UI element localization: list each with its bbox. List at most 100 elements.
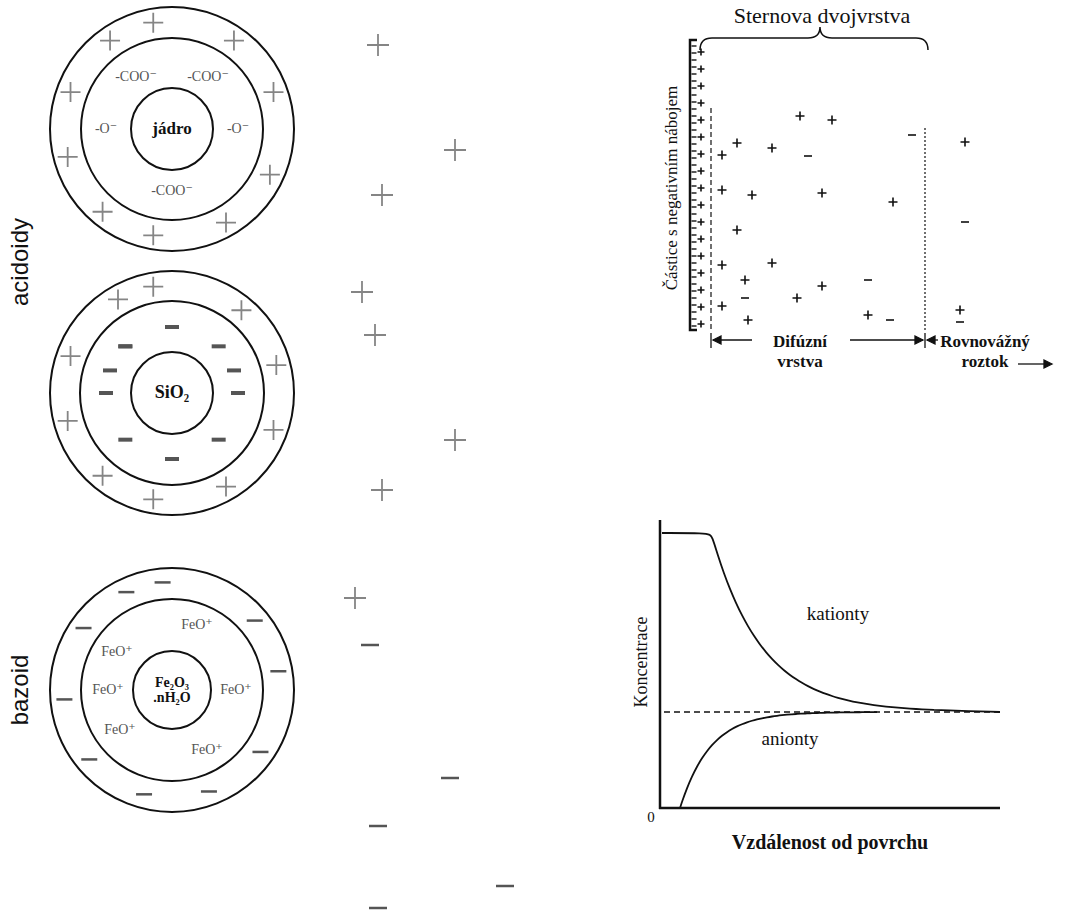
anion-symbol <box>118 344 132 348</box>
surface-charge <box>692 45 697 46</box>
anion-symbol <box>270 670 286 673</box>
surface-charge <box>692 290 697 291</box>
axis-tick: 0 <box>647 809 655 826</box>
surface-charge <box>692 234 697 235</box>
cation-symbol <box>61 346 81 366</box>
axis-label: Vzdálenost od povrchu <box>732 831 928 854</box>
cation-symbol <box>143 489 163 509</box>
cation-symbol <box>718 186 727 195</box>
anion-symbol <box>155 581 171 584</box>
surface-charge <box>692 101 697 102</box>
surface-group: FeO⁺ <box>104 722 136 737</box>
cation-symbol <box>216 213 236 233</box>
anion-curve <box>680 712 877 808</box>
micelle-core: Fe₂O₃ .nH₂O <box>132 650 212 730</box>
cation-symbol <box>93 202 113 222</box>
anion-symbol <box>369 907 387 910</box>
cation-symbol <box>143 13 163 33</box>
cation-symbol <box>718 302 727 311</box>
surface-charge <box>692 122 697 123</box>
cation-symbol <box>364 324 386 346</box>
surface-group: FeO⁺ <box>220 682 252 697</box>
anion-symbol <box>441 777 459 780</box>
cation-symbol <box>768 259 777 268</box>
anion-symbol <box>961 221 969 223</box>
anion-symbol <box>212 344 226 348</box>
surface-charge <box>692 73 697 74</box>
anion-symbol <box>118 344 132 348</box>
surface-charge <box>692 115 697 116</box>
adsorbed-cation <box>698 168 705 175</box>
surface-group: FeO⁺ <box>92 682 124 697</box>
surface-charge <box>692 59 697 60</box>
anion-symbol <box>231 391 245 395</box>
cation-symbol <box>263 82 283 102</box>
cation-symbol <box>266 355 286 375</box>
surface-charge <box>692 94 697 95</box>
surface-charge <box>692 129 697 130</box>
cation-symbol <box>371 479 393 501</box>
anion-symbol <box>56 698 72 701</box>
surface-charge <box>692 276 697 277</box>
adsorbed-cation <box>698 321 705 328</box>
adsorbed-cation <box>698 287 705 294</box>
surface-group: -O⁻ <box>95 121 117 136</box>
surface-charge <box>692 171 697 172</box>
surface-charge <box>692 262 697 263</box>
adsorbed-cation <box>698 100 705 107</box>
cation-symbol <box>748 191 757 200</box>
surface-charge <box>692 66 697 67</box>
anion-symbol <box>741 297 749 299</box>
anion-symbol <box>81 758 97 761</box>
anion-symbol <box>103 368 117 372</box>
cation-symbol <box>796 112 805 121</box>
anion-symbol <box>99 391 113 395</box>
adsorbed-cation <box>698 236 705 243</box>
cation-symbol <box>58 147 78 167</box>
cation-symbol <box>768 144 777 153</box>
surface-charge <box>692 157 697 158</box>
anion-symbol <box>496 885 514 888</box>
cation-symbol <box>100 31 120 51</box>
outer-circles <box>50 7 294 812</box>
cation-symbol <box>733 226 742 235</box>
surface-group: FeO⁺ <box>181 617 213 632</box>
surface-charge <box>692 164 697 165</box>
cation-symbol <box>864 311 873 320</box>
anion-symbol <box>864 279 872 281</box>
surface-charge <box>692 213 697 214</box>
surface-charge <box>692 192 697 193</box>
surface-charge <box>692 269 697 270</box>
cation-symbol <box>216 477 236 497</box>
anion-symbol <box>118 438 132 442</box>
cation-symbol <box>444 429 466 451</box>
anion-symbol <box>165 325 179 329</box>
surface-group: FeO⁺ <box>101 644 133 659</box>
adsorbed-cation <box>698 83 705 90</box>
adsorbed-cation <box>698 253 705 260</box>
cation-symbol <box>889 198 898 207</box>
stern-surface <box>690 27 928 330</box>
adsorbed-cation <box>698 304 705 311</box>
cation-symbol <box>108 289 128 309</box>
cation-symbol <box>818 282 827 291</box>
surface-label: Částice s negativním nábojem <box>662 86 682 290</box>
cation-symbol <box>93 466 113 486</box>
cation-symbol <box>818 189 827 198</box>
surface-charge <box>692 241 697 242</box>
circle-outline <box>133 651 211 729</box>
anion-symbol <box>247 619 263 622</box>
adsorbed-cation <box>698 66 705 73</box>
surface-charge <box>692 248 697 249</box>
micelle-core: jádro <box>130 87 214 171</box>
anion-symbol <box>118 591 134 594</box>
circle-outline <box>81 599 263 781</box>
surface-charge <box>692 220 697 221</box>
micelle-ring: FeO⁺FeO⁺FeO⁺FeO⁺FeO⁺FeO⁺Fe₂O₃ .nH₂O <box>80 598 264 782</box>
anion-symbol <box>212 438 226 442</box>
anion-symbol <box>804 155 812 157</box>
cation-symbol <box>718 261 727 270</box>
surface-charge <box>692 255 697 256</box>
